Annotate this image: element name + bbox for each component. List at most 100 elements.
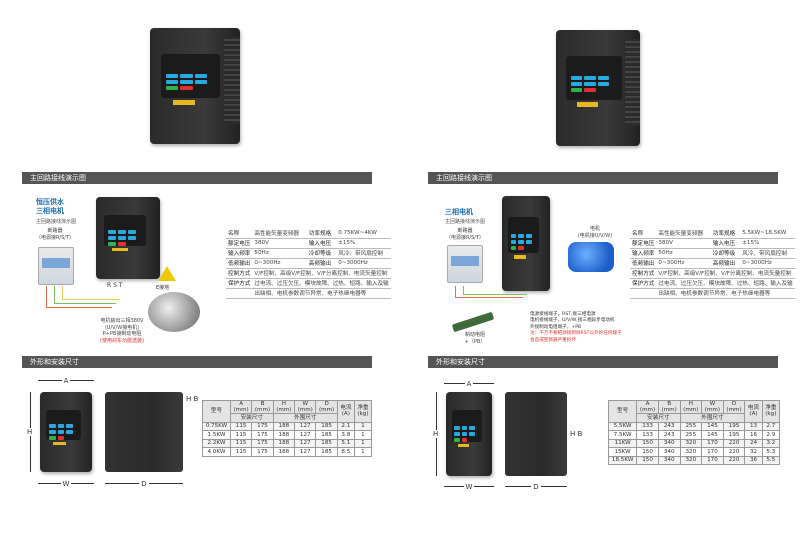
- table-cell: 18.5KW: [607, 455, 638, 465]
- dim-label: H: [27, 428, 33, 436]
- column-header: 型号: [202, 400, 231, 423]
- spec-cell: 0~3000Hz: [740, 258, 795, 269]
- spec-cell: 风冷、带风扇控制: [336, 248, 391, 259]
- group-header: 外围尺寸: [272, 413, 338, 423]
- table-cell: 220: [722, 447, 746, 457]
- spec-cell: 名称: [226, 228, 253, 239]
- braking-resistor-image: [451, 311, 495, 333]
- spec-cell: 0~300Hz: [656, 258, 711, 269]
- table-cell: 5.5: [761, 455, 781, 465]
- spec-row: 保护方式过电流、过压欠压、模块故障、过热、短路、输入及输: [630, 278, 795, 289]
- spec-cell: 功率规格: [306, 228, 337, 239]
- spec-cell: 功率规格: [710, 228, 741, 239]
- right-resistor-label: 制动电阻+（PB）: [455, 332, 495, 345]
- table-cell: 1: [353, 430, 373, 440]
- table-cell: 115: [229, 430, 253, 440]
- table-cell: 24: [744, 438, 763, 448]
- title-line: 恒压供水: [36, 198, 64, 206]
- label: 电机输出三相380V: [100, 318, 144, 324]
- spec-cell: 名称: [630, 228, 657, 239]
- column-header: 电流 (A): [744, 400, 763, 423]
- table-cell: 320: [679, 447, 703, 457]
- table-cell: 340: [657, 447, 681, 457]
- left-diagram-inverter: [96, 197, 160, 279]
- group-header: 安装尺寸: [229, 413, 274, 423]
- table-cell: 170: [701, 447, 724, 457]
- dim-h: H: [433, 392, 439, 476]
- table-cell: 8.5: [336, 447, 355, 457]
- left-breaker-label: 断路器（电源接R/S/T）: [30, 228, 80, 241]
- table-cell: 188: [272, 421, 296, 431]
- table-cell: 115: [229, 421, 253, 431]
- table-cell: 175: [251, 438, 274, 448]
- table-cell: 127: [294, 447, 317, 457]
- table-cell: 170: [701, 455, 724, 465]
- dim-label: B: [193, 395, 199, 403]
- note: 外接制动电阻端子，+PB: [530, 324, 582, 330]
- left-motor-note: 电机输出三相380V(U/V/W接电机)P+PB接制动电阻(使用刹车功能选装): [82, 318, 162, 344]
- left-ground-label: E接地: [156, 285, 170, 291]
- spec-cell: V/F控制、高级V/F控制、V/F分离控制、电流矢量控制: [252, 268, 391, 279]
- column-header: 净重 (kg): [353, 400, 373, 423]
- blower-motor-image: [148, 292, 200, 332]
- right-diagram-title: 三相电机: [445, 208, 473, 216]
- wire: [54, 286, 116, 304]
- spec-cell: 高频输出: [710, 258, 741, 269]
- dim-label: D: [531, 483, 541, 491]
- table-cell: 1: [353, 447, 373, 457]
- spec-cell: 额定电压: [226, 238, 253, 249]
- table-cell: 3.8: [336, 430, 355, 440]
- right-dimension-header: 外形和安装尺寸: [428, 356, 778, 368]
- table-cell: 150: [636, 438, 659, 448]
- table-cell: 5.1: [336, 438, 355, 448]
- table-cell: 1.5KW: [202, 430, 231, 440]
- spec-cell: [630, 288, 657, 299]
- table-cell: 188: [272, 447, 296, 457]
- spec-cell: 0~3000Hz: [336, 258, 391, 269]
- column-header: H (mm): [272, 400, 296, 414]
- table-cell: 320: [679, 455, 703, 465]
- table-cell: 2.7: [761, 421, 781, 431]
- dim-label: W: [463, 483, 475, 491]
- spec-cell: 输入频率: [226, 248, 253, 259]
- dim-label: W: [60, 480, 72, 488]
- column-header: A (mm): [636, 400, 659, 414]
- wire: [46, 286, 112, 308]
- table-cell: 188: [272, 438, 296, 448]
- table-cell: 243: [657, 430, 681, 440]
- table-cell: 185: [315, 430, 338, 440]
- wire: [455, 286, 523, 298]
- spec-row: 出缺相、电机参数调节异常、电子热继电器等: [630, 288, 795, 299]
- table-cell: 127: [294, 438, 317, 448]
- spec-cell: 冷却等级: [710, 248, 741, 259]
- table-cell: 0.75KW: [202, 421, 231, 431]
- spec-cell: 0.75KW~4KW: [336, 228, 391, 239]
- dim-d: D: [105, 480, 183, 488]
- spec-cell: 出缺相、电机参数调节异常、电子热继电器等: [656, 288, 795, 299]
- right-motor-label: 电机(电机接U/V/W): [570, 226, 620, 239]
- dim-a: A: [444, 380, 494, 388]
- right-diagram-subtitle: 主回路接线演示图: [445, 219, 486, 225]
- spec-cell: 380V: [656, 238, 711, 249]
- spec-cell: 保护方式: [630, 278, 657, 289]
- column-header: 电流 (A): [336, 400, 355, 423]
- label: +（PB）: [464, 338, 486, 345]
- table-cell: 150: [636, 455, 659, 465]
- table-cell: 15KW: [607, 447, 638, 457]
- dim-d: D: [505, 483, 567, 491]
- dim-h: H: [27, 392, 33, 472]
- spec-cell: 风冷、带风扇控制: [740, 248, 795, 259]
- spec-cell: 控制方式: [226, 268, 253, 279]
- dim-w: W: [38, 480, 94, 488]
- table-cell: 340: [657, 438, 681, 448]
